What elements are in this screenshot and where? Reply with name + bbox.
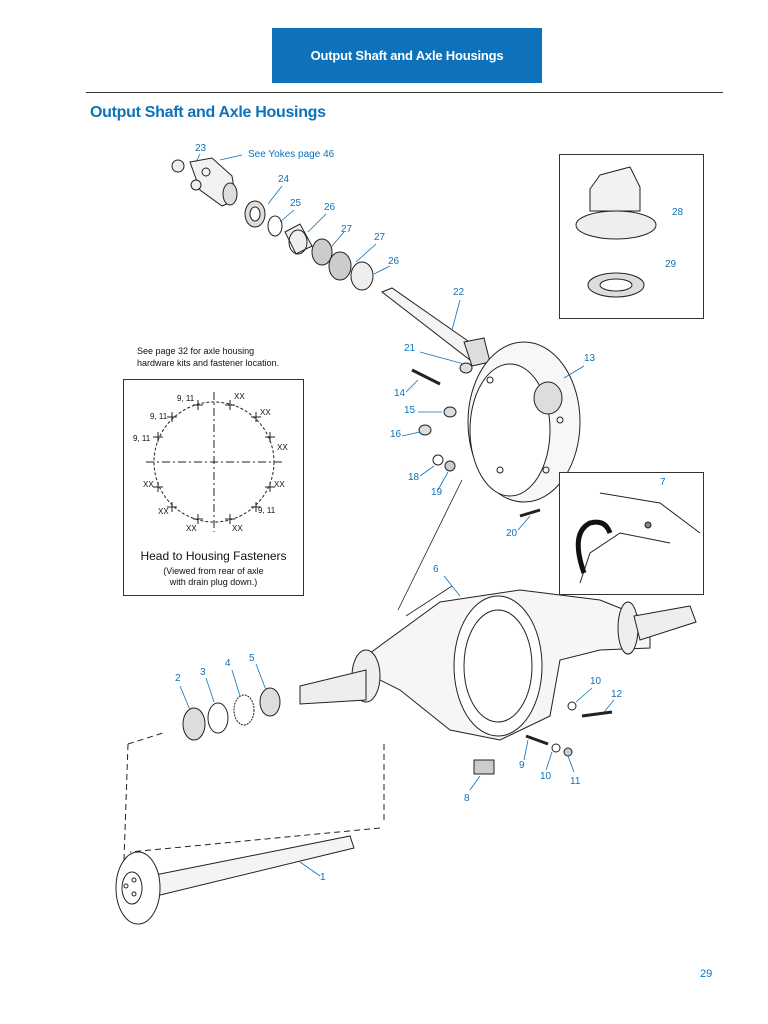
callout-16: 16	[390, 429, 402, 440]
bushing-21	[459, 362, 473, 374]
section-title: Output Shaft and Axle Housings	[90, 104, 326, 121]
callout-27a: 27	[341, 224, 353, 235]
fastener-label: XX	[260, 408, 271, 417]
callout-25: 25	[290, 198, 302, 209]
lock-washer-4	[233, 694, 255, 726]
inset-box-hose	[559, 472, 704, 595]
hose-drawing	[575, 492, 701, 584]
fastener-label: XX	[277, 443, 288, 452]
callout-11: 11	[570, 776, 581, 787]
callout-8: 8	[464, 793, 470, 804]
differential-cover	[467, 341, 581, 503]
callout-27b: 27	[374, 232, 386, 243]
callout-6: 6	[433, 564, 439, 575]
fastener-pattern-drawing	[146, 392, 284, 532]
header-divider	[86, 92, 723, 93]
note-line-1: See page 32 for axle housing	[137, 346, 255, 356]
fastener-label: 9, 11	[177, 394, 195, 403]
output-shaft	[381, 287, 491, 367]
callout-5: 5	[249, 653, 255, 664]
axle-housing-note: See page 32 for axle housing hardware ki…	[137, 345, 317, 369]
callout-23: 23	[195, 143, 207, 154]
fastener-label: XX	[186, 524, 197, 533]
callout-26b: 26	[388, 256, 400, 267]
yoke-part	[171, 157, 238, 207]
bearing-27	[311, 238, 374, 291]
plug-15	[443, 406, 457, 418]
callout-28: 28	[672, 207, 684, 218]
fastener-label: 9, 11	[258, 506, 276, 515]
callout-2: 2	[175, 673, 181, 684]
nut-5	[259, 687, 281, 717]
callout-7: 7	[660, 477, 666, 488]
fastener-label: XX	[143, 480, 154, 489]
callout-26a: 26	[324, 202, 336, 213]
fastener-label: XX	[232, 524, 243, 533]
header-title-box: Output Shaft and Axle Housings	[272, 28, 542, 83]
callout-29: 29	[665, 259, 677, 270]
page-number: 29	[700, 968, 713, 980]
callout-14: 14	[394, 388, 406, 399]
callout-18: 18	[408, 472, 420, 483]
nut-2	[182, 707, 206, 741]
callout-21: 21	[404, 343, 416, 354]
bolt-12	[581, 710, 613, 718]
callout-15: 15	[404, 405, 416, 416]
callout-9: 9	[519, 760, 525, 771]
callout-22: 22	[453, 287, 465, 298]
nut-19	[444, 460, 456, 472]
fastener-label: XX	[234, 392, 245, 401]
callout-4: 4	[225, 658, 231, 669]
callout-19: 19	[431, 487, 443, 498]
callout-24: 24	[278, 174, 290, 185]
plug-16	[418, 424, 432, 436]
fastener-label: 9, 11	[133, 434, 151, 443]
washer-10b	[551, 743, 561, 753]
header-title: Output Shaft and Axle Housings	[310, 48, 504, 63]
callout-3: 3	[200, 667, 206, 678]
nut-11	[563, 747, 573, 757]
seal-parts-drawing	[575, 166, 657, 298]
bolt-14	[411, 368, 441, 386]
axle-shaft	[115, 835, 355, 925]
stud-9	[525, 734, 549, 746]
axle-housing	[299, 589, 697, 741]
callout-10a: 10	[590, 676, 602, 687]
washer-18	[432, 454, 444, 466]
ring-25	[267, 215, 283, 237]
bearing-26	[284, 223, 313, 255]
fastener-label: 9, 11	[150, 412, 168, 421]
fastener-pattern-box: 9, 11 9, 11 9, 11 9, 11 XX XX XX XX XX X…	[123, 379, 304, 596]
callout-10b: 10	[540, 771, 552, 782]
fastener-diagram-subtitle: (Viewed from rear of axle with drain plu…	[124, 566, 303, 588]
inset-box-seal-parts	[559, 154, 704, 319]
washer-10a	[567, 701, 577, 711]
yokes-reference: See Yokes page 46	[248, 149, 335, 160]
drain-plug	[473, 759, 495, 775]
fastener-subtitle-line-1: (Viewed from rear of axle	[163, 566, 264, 576]
callout-12: 12	[611, 689, 623, 700]
note-line-2: hardware kits and fastener location.	[137, 358, 280, 368]
washer-3	[207, 702, 229, 734]
fastener-label: XX	[158, 507, 169, 516]
fastener-subtitle-line-2: with drain plug down.)	[169, 577, 258, 587]
callout-20: 20	[506, 528, 518, 539]
callout-13: 13	[584, 353, 596, 364]
callout-1: 1	[320, 872, 326, 883]
fastener-label: XX	[274, 480, 285, 489]
stud-20	[519, 508, 541, 518]
fastener-diagram-title: Head to Housing Fasteners	[140, 549, 287, 563]
